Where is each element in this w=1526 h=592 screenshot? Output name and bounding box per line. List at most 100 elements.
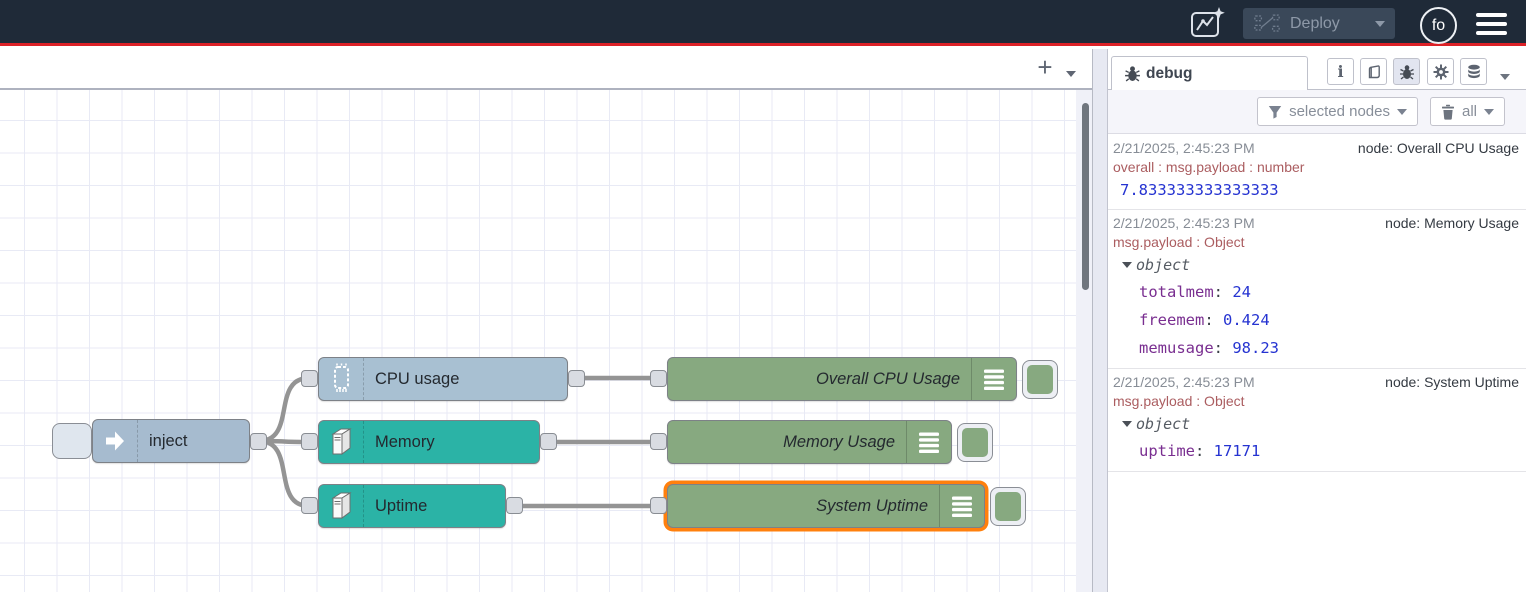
collapse-caret-icon — [1122, 421, 1132, 427]
deploy-icon — [1254, 14, 1280, 32]
flow-canvas[interactable]: inject CPU usage Memory — [0, 90, 1092, 592]
object-label: object — [1136, 256, 1191, 274]
chevron-down-icon — [1484, 108, 1494, 115]
message-source-node: node: Memory Usage — [1385, 215, 1519, 231]
node-debug-overall-cpu[interactable]: Overall CPU Usage — [667, 357, 1017, 401]
clear-label: all — [1461, 103, 1477, 120]
tab-config-button[interactable] — [1427, 58, 1454, 85]
user-avatar[interactable]: fo — [1420, 7, 1457, 44]
debug-list-icon — [906, 421, 951, 463]
inject-arrow-icon — [93, 420, 138, 462]
debug-message[interactable]: 2/21/2025, 2:45:23 PM node: System Uptim… — [1108, 369, 1526, 472]
message-timestamp: 2/21/2025, 2:45:23 PM — [1113, 374, 1255, 390]
tab-info-button[interactable]: i — [1327, 58, 1354, 85]
clear-messages-button[interactable]: all — [1429, 97, 1505, 126]
node-label: Overall CPU Usage — [816, 369, 960, 388]
book-icon — [1368, 64, 1380, 78]
node-label: CPU usage — [375, 369, 460, 388]
port-uptime-in[interactable] — [301, 497, 318, 514]
port-debug-cpu-in[interactable] — [650, 370, 667, 387]
gear-icon — [1433, 64, 1448, 79]
deploy-chevron-down-icon[interactable] — [1375, 20, 1385, 27]
object-expander[interactable]: object — [1113, 411, 1521, 437]
flow-ai-button[interactable] — [1188, 5, 1228, 41]
flow-tabbar: + — [0, 49, 1092, 90]
debug-sidebar: debug i — [1107, 49, 1526, 592]
object-expander[interactable]: object — [1113, 252, 1521, 278]
port-debug-memory-in[interactable] — [650, 433, 667, 450]
port-uptime-out[interactable] — [506, 497, 523, 514]
debug-toggle-button[interactable] — [990, 487, 1026, 526]
flow-list-button[interactable] — [1066, 64, 1076, 82]
object-entry: uptime: 17171 — [1139, 442, 1261, 460]
debug-message[interactable]: 2/21/2025, 2:45:23 PM node: Overall CPU … — [1108, 135, 1526, 210]
bug-icon — [1399, 64, 1414, 80]
message-source-node: node: Overall CPU Usage — [1357, 140, 1519, 156]
server-icon — [319, 485, 364, 527]
bug-icon — [1125, 66, 1140, 82]
debug-list-icon — [971, 358, 1016, 400]
trash-icon — [1441, 104, 1454, 120]
menu-icon — [1476, 13, 1507, 17]
add-flow-button[interactable]: + — [1030, 52, 1060, 82]
debug-messages-list[interactable]: 2/21/2025, 2:45:23 PM node: Overall CPU … — [1108, 135, 1526, 592]
database-icon — [1467, 64, 1480, 78]
sidebar-tabrow: debug i — [1108, 49, 1526, 90]
plus-icon: + — [1037, 51, 1053, 82]
message-timestamp: 2/21/2025, 2:45:23 PM — [1113, 215, 1255, 231]
chevron-down-icon — [1500, 74, 1510, 80]
inject-trigger-button[interactable] — [52, 423, 92, 459]
debug-toggle-button[interactable] — [1022, 360, 1058, 399]
object-entry: memusage: 98.23 — [1139, 339, 1279, 357]
tab-debug-button[interactable] — [1393, 58, 1420, 85]
port-debug-uptime-in[interactable] — [650, 497, 667, 514]
filter-label: selected nodes — [1289, 103, 1390, 120]
info-icon: i — [1337, 62, 1344, 81]
node-label: inject — [149, 431, 188, 450]
message-property: overall : msg.payload : number — [1113, 159, 1305, 175]
port-inject-out[interactable] — [250, 433, 267, 450]
debug-toolbar: selected nodes all — [1108, 90, 1526, 134]
port-memory-out[interactable] — [540, 433, 557, 450]
deploy-button[interactable]: Deploy — [1243, 8, 1395, 39]
canvas-scrollbar-thumb[interactable] — [1082, 103, 1089, 290]
message-property: msg.payload : Object — [1113, 393, 1245, 409]
message-source-node: node: System Uptime — [1385, 374, 1519, 390]
message-timestamp: 2/21/2025, 2:45:23 PM — [1113, 140, 1255, 156]
node-inject[interactable]: inject — [92, 419, 250, 463]
avatar-initials: fo — [1431, 16, 1446, 34]
node-label: System Uptime — [816, 496, 928, 515]
node-uptime[interactable]: Uptime — [318, 484, 506, 528]
chevron-down-icon — [1066, 71, 1076, 77]
object-entry: totalmem: 24 — [1139, 283, 1251, 301]
debug-toggle-button[interactable] — [957, 423, 993, 462]
flow-ai-icon — [1191, 7, 1225, 37]
node-label: Memory — [375, 432, 435, 451]
debug-message[interactable]: 2/21/2025, 2:45:23 PM node: Memory Usage… — [1108, 210, 1526, 369]
tab-context-button[interactable] — [1460, 58, 1487, 85]
port-cpu-out[interactable] — [568, 370, 585, 387]
funnel-icon — [1268, 105, 1282, 119]
main-menu-button[interactable] — [1476, 13, 1507, 35]
node-debug-memory[interactable]: Memory Usage — [667, 420, 952, 464]
tab-debug-label: debug — [1146, 64, 1193, 82]
node-memory[interactable]: Memory — [318, 420, 540, 464]
cpu-chip-icon — [319, 358, 364, 400]
collapse-caret-icon — [1122, 262, 1132, 268]
sidebar-menu-button[interactable] — [1500, 67, 1510, 85]
message-value: 7.833333333333333 — [1120, 181, 1279, 199]
node-cpu-usage[interactable]: CPU usage — [318, 357, 568, 401]
port-memory-in[interactable] — [301, 433, 318, 450]
sidebar-splitter[interactable] — [1092, 49, 1107, 592]
filter-nodes-button[interactable]: selected nodes — [1257, 97, 1418, 126]
tab-help-button[interactable] — [1360, 58, 1387, 85]
message-property: msg.payload : Object — [1113, 234, 1245, 250]
tab-debug[interactable]: debug — [1111, 56, 1308, 90]
object-label: object — [1136, 415, 1191, 433]
chevron-down-icon — [1396, 108, 1407, 115]
port-cpu-in[interactable] — [301, 370, 318, 387]
server-icon — [319, 421, 364, 463]
object-entry: freemem: 0.424 — [1139, 311, 1270, 329]
node-label: Memory Usage — [783, 432, 895, 451]
node-debug-uptime[interactable]: System Uptime — [667, 484, 985, 528]
